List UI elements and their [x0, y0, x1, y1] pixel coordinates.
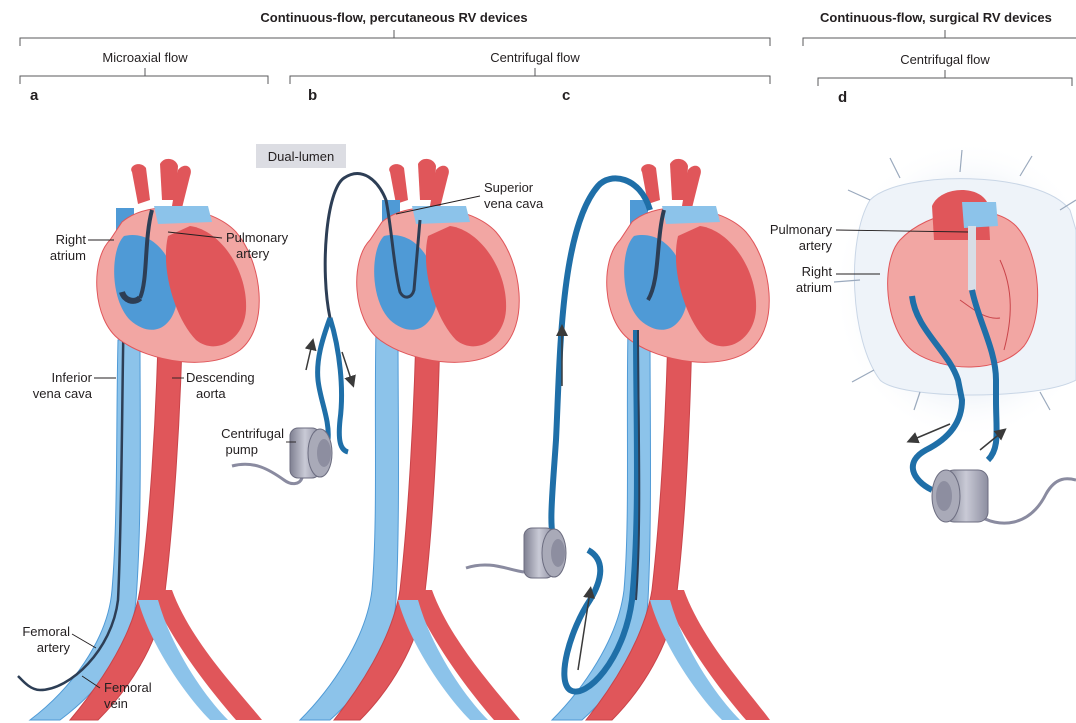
panel-d-illustration [833, 140, 1076, 523]
centrifugal-pump-icon [466, 528, 566, 578]
bracket-microaxial [20, 68, 268, 84]
header-percutaneous-group: Continuous-flow, percutaneous RV devices [20, 10, 770, 46]
dual-lumen-label: Dual-lumen [268, 149, 334, 164]
bracket-centrifugal-surgical [818, 70, 1072, 86]
panel-label-a: a [30, 87, 39, 104]
header-surgical: Continuous-flow, surgical RV devices [820, 10, 1052, 25]
header-surgical-group: Continuous-flow, surgical RV devices [803, 10, 1076, 46]
dual-lumen-badge: Dual-lumen [256, 144, 346, 168]
panel-c-illustration [466, 159, 770, 720]
subheader-microaxial: Microaxial flow [102, 50, 188, 65]
bracket-centrifugal-percutaneous [290, 68, 770, 84]
heart-illustration [97, 159, 260, 362]
subheader-centrifugal-surg-group: Centrifugal flow [818, 52, 1072, 86]
panel-label-b: b [308, 87, 317, 104]
heart-illustration-c [607, 159, 770, 362]
flow-arrow-icon [342, 352, 352, 382]
bracket-surgical [803, 30, 1076, 46]
flow-arrow-icon [306, 344, 312, 370]
header-percutaneous: Continuous-flow, percutaneous RV devices [260, 10, 527, 25]
centrifugal-pump-icon [932, 470, 1076, 523]
bracket-percutaneous [20, 30, 770, 46]
flow-arrow-icon [578, 592, 590, 670]
subheader-centrifugal-perc-group: Centrifugal flow [290, 50, 770, 84]
panel-label-d: d [838, 89, 847, 106]
panel-label-c: c [562, 87, 570, 104]
subheader-centrifugal-percutaneous: Centrifugal flow [490, 50, 580, 65]
subheader-centrifugal-surgical: Centrifugal flow [900, 52, 990, 67]
subheader-microaxial-group: Microaxial flow [20, 50, 268, 84]
